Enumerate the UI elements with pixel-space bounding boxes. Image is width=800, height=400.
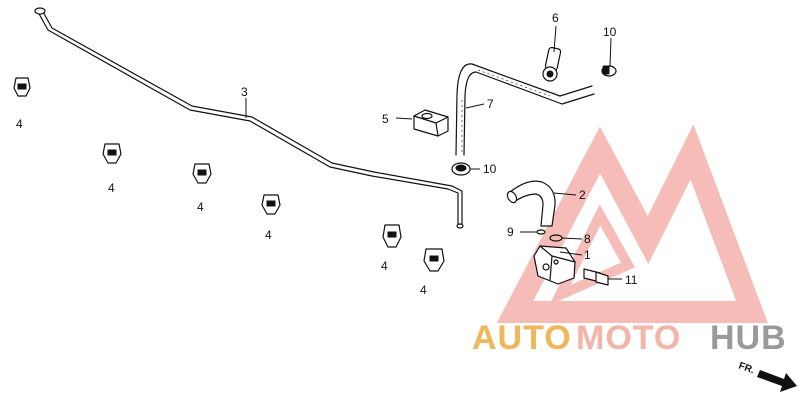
callout-1: 1 [584, 248, 591, 262]
callout-8: 8 [584, 232, 591, 246]
clip-part-4-d [261, 194, 281, 215]
pipe-part-3 [34, 7, 464, 229]
callout-4-b: 4 [108, 181, 115, 195]
clip-part-10-mid [451, 162, 471, 176]
watermark-auto: AUTO [472, 319, 572, 357]
watermark-logo [496, 124, 768, 323]
callout-7: 7 [487, 97, 494, 111]
callout-4-c: 4 [197, 200, 204, 214]
hose-part-7 [455, 63, 595, 156]
clip-part-4-f [423, 248, 445, 272]
callout-4-f: 4 [420, 283, 427, 297]
watermark-text: AUTO MOTO HUB [472, 319, 787, 357]
callout-4-d: 4 [265, 228, 272, 242]
callout-5: 5 [382, 112, 389, 126]
watermark-moto: MOTO [576, 319, 681, 357]
valve-part-1 [533, 245, 576, 285]
bolt-part-11 [583, 268, 609, 286]
clip-part-4-b [102, 143, 122, 164]
callout-11: 11 [625, 273, 638, 287]
clip-part-4-a [13, 77, 31, 97]
leader-lines [245, 25, 622, 280]
callout-4-e: 4 [381, 259, 388, 273]
front-direction-indicator: FR. [737, 360, 797, 392]
callout-3: 3 [241, 85, 248, 99]
elbow-hose-part-2 [506, 180, 556, 227]
direction-label: FR. [737, 360, 756, 376]
callout-2: 2 [579, 188, 586, 202]
clip-part-10-top [601, 65, 617, 77]
clamp-part-6 [542, 46, 562, 82]
callout-9: 9 [507, 225, 514, 239]
callout-6: 6 [552, 11, 559, 25]
callout-10-top: 10 [603, 25, 617, 39]
arrow-right-icon [757, 370, 797, 392]
clip-part-4-c [192, 163, 212, 184]
callout-10-mid: 10 [483, 162, 497, 176]
bracket-part-5 [413, 109, 449, 137]
callout-4-a: 4 [16, 117, 23, 131]
ring-part-9 [536, 229, 546, 235]
watermark-hub: HUB [710, 319, 787, 357]
clip-part-4-e [382, 224, 402, 248]
